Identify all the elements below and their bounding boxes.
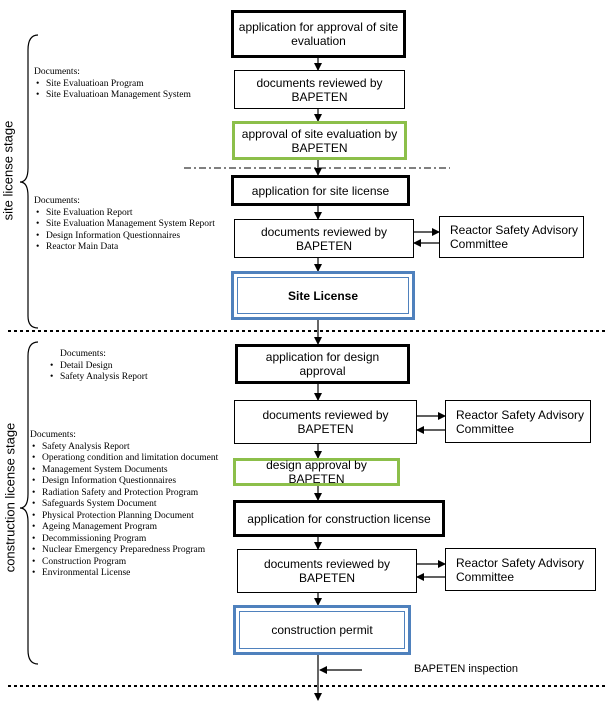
document-item: Safety Analysis Report <box>30 442 220 454</box>
documents-heading: Documents: <box>34 196 80 206</box>
reactor-safety-advisory-committee-box-3: Reactor Safety Advisory Committee <box>445 548 596 591</box>
document-item: Management System Documents <box>30 465 220 477</box>
application-site-evaluation-box: application for approval of site evaluat… <box>231 10 406 58</box>
approval-site-evaluation-box: approval of site evaluation by BAPETEN <box>232 121 407 160</box>
documents-list-2: Documents: Site Evaluation Report Site E… <box>34 196 224 254</box>
bapeten-inspection-label: BAPETEN inspection <box>414 663 518 675</box>
document-item: Site Evaluatioan Management System <box>34 90 224 102</box>
document-item: Operationg condition and limitation docu… <box>30 453 220 465</box>
documents-list-4: Documents: Safety Analysis Report Operat… <box>30 430 220 580</box>
application-site-license-box: application for site license <box>231 175 410 206</box>
application-design-approval-box: application for design approval <box>235 344 410 384</box>
documents-list-3: Documents: Detail Design Safety Analysis… <box>48 349 218 384</box>
document-item: Ageing Management Program <box>30 522 220 534</box>
reactor-safety-advisory-committee-box-2: Reactor Safety Advisory Committee <box>445 400 591 443</box>
document-item: Safety Analysis Report <box>48 372 218 384</box>
document-item: Decommissioning Program <box>30 534 220 546</box>
construction-license-stage-label: construction license stage <box>2 422 18 573</box>
document-item: Radiation Safety and Protection Program <box>30 488 220 500</box>
document-item: Environmental License <box>30 568 220 580</box>
documents-heading: Documents: <box>34 67 80 77</box>
document-item: Nuclear Emergency Preparedness Program <box>30 545 220 557</box>
document-item: Reactor Main Data <box>34 242 224 254</box>
document-item: Construction Program <box>30 557 220 569</box>
document-item: Safeguards System Document <box>30 499 220 511</box>
documents-reviewed-box-1: documents reviewed by BAPETEN <box>234 70 405 109</box>
document-item: Site Evaluation Management System Report <box>34 219 224 231</box>
documents-heading: Documents: <box>60 349 106 359</box>
documents-reviewed-box-2: documents reviewed by BAPETEN <box>234 219 414 258</box>
site-license-box: Site License <box>231 271 415 320</box>
documents-reviewed-box-3: documents reviewed by BAPETEN <box>234 400 417 444</box>
document-item: Site Evaluatioan Program <box>34 79 224 91</box>
document-item: Detail Design <box>48 361 218 373</box>
documents-reviewed-box-4: documents reviewed by BAPETEN <box>237 549 417 593</box>
documents-heading: Documents: <box>30 430 76 440</box>
site-license-stage-label: site license stage <box>0 120 16 221</box>
document-item: Physical Protection Planning Document <box>30 511 220 523</box>
application-construction-license-box: application for construction license <box>233 500 445 537</box>
construction-permit-box: construction permit <box>233 605 411 655</box>
reactor-safety-advisory-committee-box-1: Reactor Safety Advisory Committee <box>439 216 584 258</box>
document-item: Site Evaluation Report <box>34 208 224 220</box>
document-item: Design Information Questionnaires <box>34 231 224 243</box>
design-approval-box: design approval by BAPETEN <box>233 458 400 486</box>
document-item: Design Information Questionnaires <box>30 476 220 488</box>
documents-list-1: Documents: Site Evaluatioan Program Site… <box>34 67 224 102</box>
